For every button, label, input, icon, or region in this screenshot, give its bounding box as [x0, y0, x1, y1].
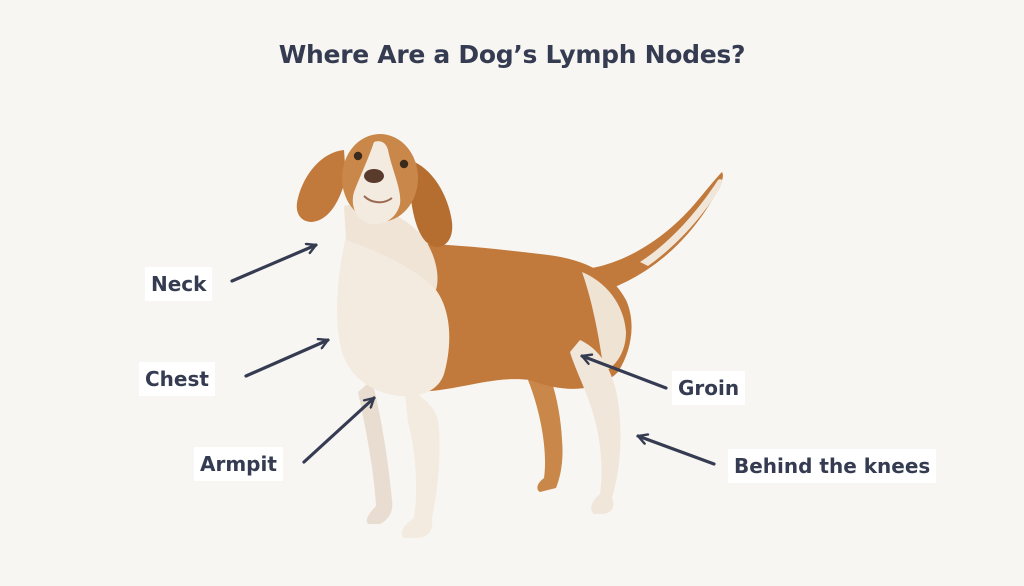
- arrow-groin: [580, 356, 668, 390]
- dog-figure: [296, 134, 723, 538]
- dog-tail: [592, 172, 723, 292]
- label-groin: Groin: [672, 371, 746, 405]
- arrow-behind-knees: [636, 436, 716, 466]
- dog-eye-right: [399, 159, 409, 169]
- dog-eye-left: [353, 151, 363, 161]
- dog-front-leg-far: [358, 380, 393, 524]
- label-armpit: Armpit: [194, 447, 283, 481]
- label-neck: Neck: [145, 267, 213, 301]
- dog-back-leg-near: [570, 340, 621, 514]
- dog-head: [296, 134, 453, 247]
- dog-front-leg-near: [401, 384, 440, 538]
- arrow-armpit: [302, 396, 376, 464]
- dog-nose: [364, 169, 384, 183]
- arrow-chest: [244, 340, 330, 378]
- diagram-title: Where Are a Dog’s Lymph Nodes?: [278, 40, 746, 69]
- label-chest: Chest: [139, 362, 215, 396]
- arrow-neck: [230, 245, 318, 283]
- dog-neck: [344, 204, 438, 290]
- label-behind-the-knees: Behind the knees: [728, 449, 937, 483]
